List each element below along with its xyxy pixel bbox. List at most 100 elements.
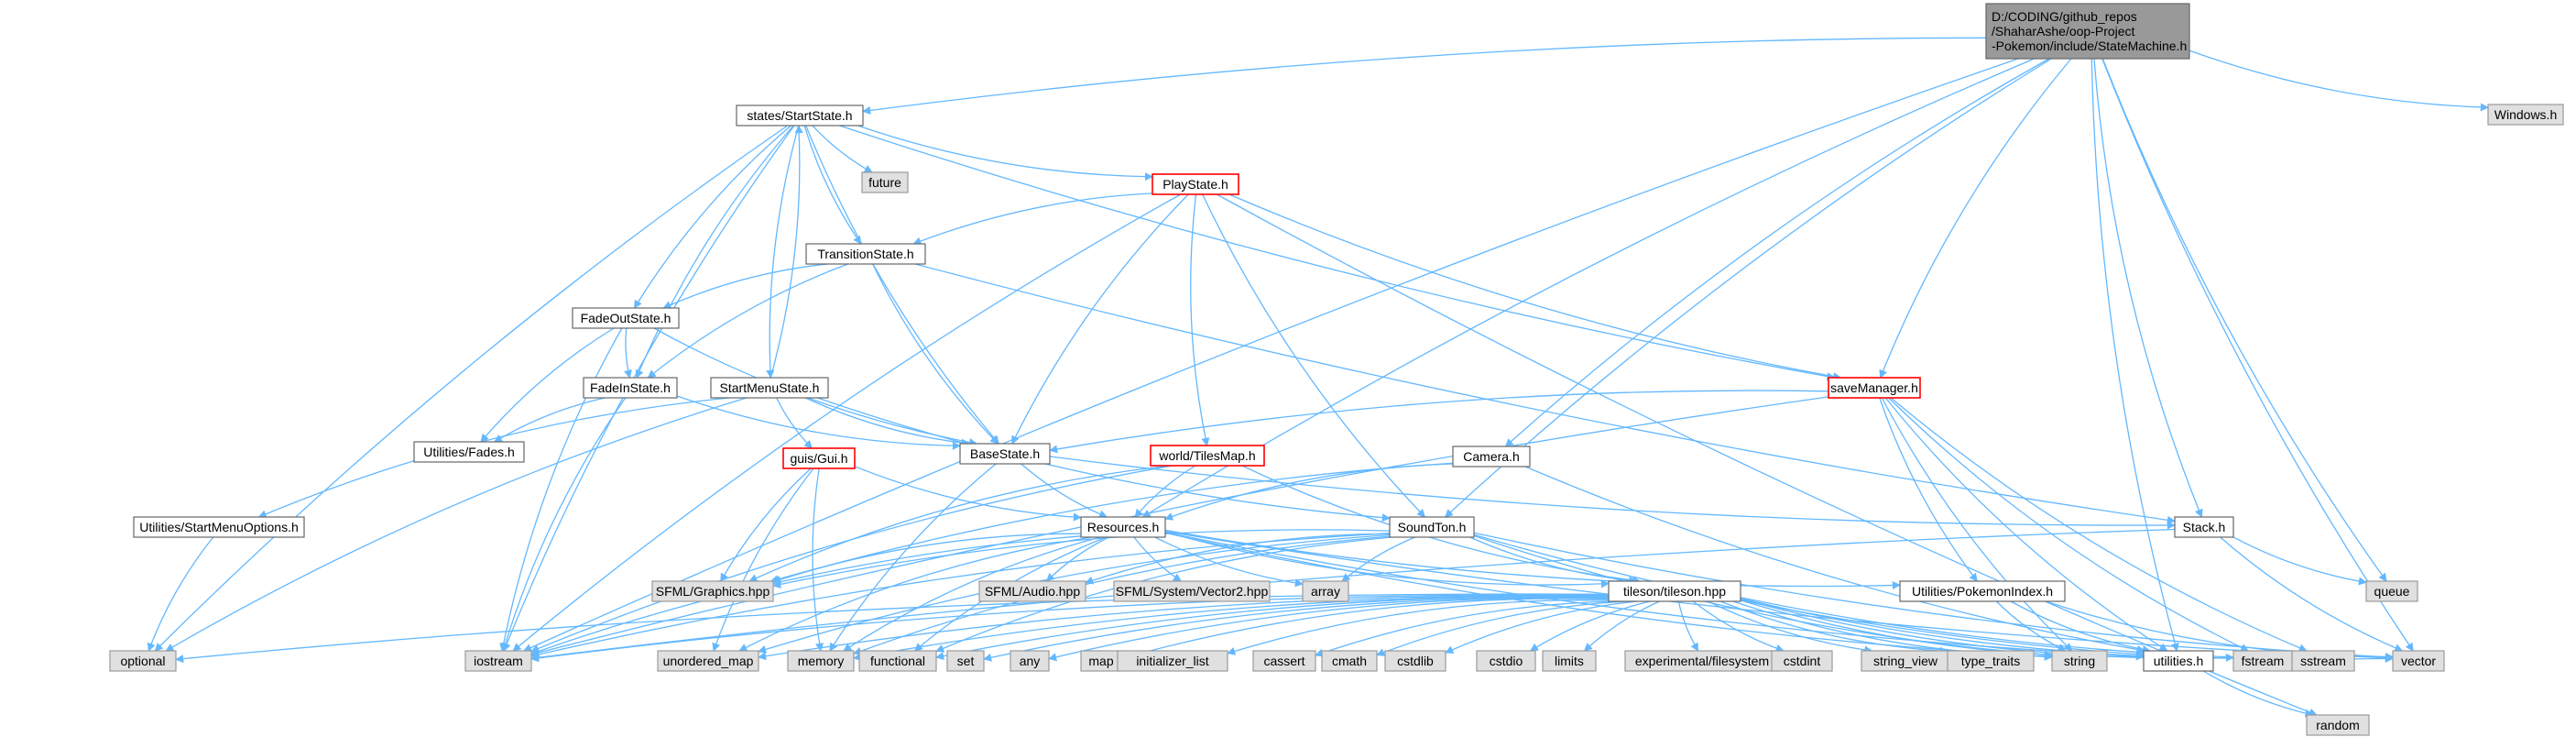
node-stack-label: Stack.h — [2183, 520, 2226, 534]
node-string_view-label: string_view — [1873, 654, 1938, 668]
node-iostream-box — [464, 650, 532, 672]
node-startmenu[interactable]: StartMenuState.h — [710, 377, 829, 399]
node-sfmlaudio: SFML/Audio.hpp — [978, 580, 1086, 602]
edge-root-to-vector — [2101, 58, 2414, 652]
node-fadein[interactable]: FadeInState.h — [583, 377, 678, 399]
edge-transition-to-basestate — [872, 263, 999, 445]
node-map-label: map — [1088, 654, 1113, 668]
node-basestate[interactable]: BaseState.h — [959, 443, 1051, 465]
edge-root-to-savemanager — [1879, 58, 2072, 379]
edge-startstate-to-future — [812, 125, 873, 173]
node-any-label: any — [1020, 654, 1041, 668]
edge-root-to-stack — [2093, 58, 2203, 518]
edge-tileson-to-cstdlib — [1445, 600, 1638, 654]
node-playstate-box — [1152, 173, 1239, 195]
node-cstdlib-label: cstdlib — [1397, 654, 1434, 668]
node-windows: Windows.h — [2487, 104, 2564, 126]
edge-savemanager-to-pokemonindex — [1879, 397, 1978, 582]
edge-soundton-to-functional — [935, 536, 1392, 653]
node-resources[interactable]: Resources.h — [1080, 516, 1166, 538]
node-playstate[interactable]: PlayState.h — [1152, 173, 1239, 195]
node-iostream: iostream — [464, 650, 532, 672]
node-gui[interactable]: guis/Gui.h — [782, 447, 856, 469]
node-gui-box — [782, 447, 856, 469]
edge-startstate-to-fadeout — [633, 125, 791, 309]
edge-playstate-to-tilesmap — [1190, 193, 1210, 446]
node-tilesmap[interactable]: world/TilesMap.h — [1150, 445, 1265, 467]
node-windows-label: Windows.h — [2494, 107, 2557, 122]
edge-stack-to-vector — [2220, 536, 2404, 653]
node-random-box — [2306, 714, 2370, 736]
node-basestate-label: BaseState.h — [970, 446, 1040, 461]
node-root[interactable]: D:/CODING/github_repos/ShaharAshe/oop-Pr… — [1985, 3, 2190, 60]
edge-fadeout-to-fades — [480, 327, 615, 443]
edge-tileson-to-iostream — [530, 594, 1610, 663]
node-string-box — [2051, 650, 2108, 672]
edge-tileson-to-type_traits — [1719, 600, 1948, 655]
edge-resources-to-utilities — [1164, 532, 2145, 661]
node-cstdio-box — [1476, 650, 1536, 672]
node-iostream-label: iostream — [474, 654, 523, 668]
edge-tileson-to-limits — [1583, 600, 1660, 652]
edge-transition-to-stack — [914, 263, 2176, 524]
edge-basestate-to-resources — [1021, 463, 1108, 519]
node-fstream-label: fstream — [2242, 654, 2285, 668]
node-string-label: string — [2064, 654, 2095, 668]
edge-savemanager-to-basestate — [1049, 390, 1829, 454]
node-tilesmap-label: world/TilesMap.h — [1158, 448, 1255, 463]
edge-root-to-utilities — [2090, 58, 2179, 652]
node-stack-box — [2174, 516, 2234, 538]
node-soundton[interactable]: SoundTon.h — [1389, 516, 1475, 538]
node-cstdint-box — [1771, 650, 1833, 672]
edge-transition-to-fadein — [647, 263, 848, 379]
node-fades[interactable]: Utilities/Fades.h — [413, 441, 525, 463]
node-pokemonindex-label: Utilities/PokemonIndex.h — [1912, 584, 2053, 599]
node-memory-box — [787, 650, 855, 672]
node-type_traits: type_traits — [1947, 650, 2035, 672]
node-tileson[interactable]: tileson/tileson.hpp — [1608, 580, 1741, 602]
edge-tileson-to-filesystem — [1677, 600, 1699, 652]
edge-startstate-to-fadein — [635, 125, 794, 379]
node-future: future — [861, 171, 909, 193]
node-map: map — [1080, 650, 1122, 672]
edge-fadein-to-basestate — [676, 395, 961, 450]
node-savemanager-box — [1828, 377, 1921, 399]
dependency-edges — [147, 37, 2489, 718]
edge-tileson-to-cstdio — [1529, 600, 1651, 652]
node-filesystem: experimental/filesystem — [1624, 650, 1780, 672]
node-stack[interactable]: Stack.h — [2174, 516, 2234, 538]
edge-savemanager-to-iostream — [530, 396, 1829, 657]
edge-pokemonindex-to-string — [1995, 600, 2067, 652]
edge-startmenu-to-startstate — [770, 125, 803, 379]
node-pokemonindex[interactable]: Utilities/PokemonIndex.h — [1899, 580, 2066, 602]
node-transition[interactable]: TransitionState.h — [805, 243, 926, 265]
node-fadeout[interactable]: FadeOutState.h — [572, 307, 680, 329]
node-startmenuopts[interactable]: Utilities/StartMenuOptions.h — [133, 516, 305, 538]
node-cstdio: cstdio — [1476, 650, 1536, 672]
node-startstate[interactable]: states/StartState.h — [736, 104, 864, 126]
edge-savemanager-to-fstream — [1888, 397, 2250, 652]
node-sfmlvector-label: SFML/System/Vector2.hpp — [1116, 584, 1269, 599]
edge-pokemonindex-to-utilities — [2010, 600, 2151, 654]
node-memory-label: memory — [798, 654, 845, 668]
edge-camera-to-sfmlgraphics — [770, 462, 1454, 584]
node-fstream: fstream — [2232, 650, 2293, 672]
node-sfmlgraphics-label: SFML/Graphics.hpp — [656, 584, 770, 599]
node-savemanager[interactable]: saveManager.h — [1828, 377, 1921, 399]
node-root-box — [1985, 3, 2190, 60]
edge-startmenu-to-startmenuopts — [257, 397, 730, 519]
node-root-label: D:/CODING/github_repos — [1992, 9, 2137, 24]
node-cstdlib: cstdlib — [1384, 650, 1446, 672]
node-camera[interactable]: Camera.h — [1452, 446, 1531, 468]
edge-playstate-to-savemanager — [1228, 193, 1842, 381]
node-sfmlaudio-label: SFML/Audio.hpp — [985, 584, 1080, 599]
node-cstdint: cstdint — [1771, 650, 1833, 672]
node-tileson-box — [1608, 580, 1741, 602]
edge-stack-to-iostream — [530, 528, 2176, 662]
edge-resources-to-sfmlgraphics — [772, 533, 1082, 584]
edge-startmenu-to-gui — [776, 397, 813, 449]
node-utilities[interactable]: utilities.h — [2143, 650, 2214, 672]
node-initializer_list: initializer_list — [1117, 650, 1228, 672]
node-fadeout-box — [572, 307, 680, 329]
node-startmenu-box — [710, 377, 829, 399]
